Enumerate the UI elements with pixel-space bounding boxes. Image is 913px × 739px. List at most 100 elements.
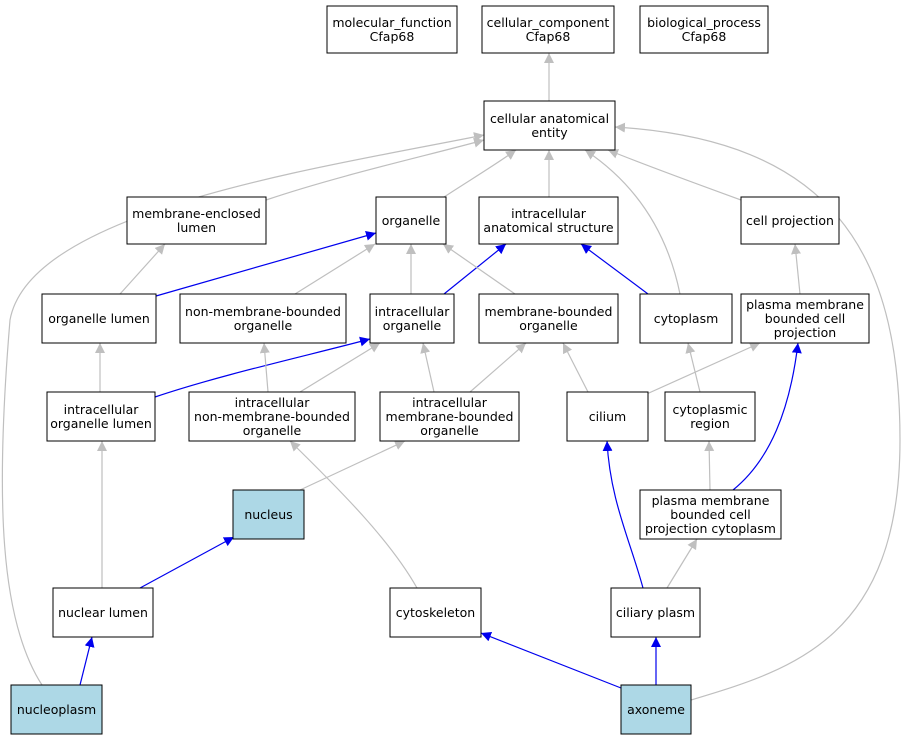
node-axo[interactable]: axoneme (620, 684, 692, 735)
edges-layer (1, 53, 901, 701)
node-box (639, 489, 782, 540)
edge-cyto-to-ias (580, 243, 649, 295)
node-label-line: organelle (383, 318, 442, 333)
edge-ol-to-org (155, 230, 377, 297)
edge-cyto-to-cae (584, 149, 681, 295)
edge-cr-to-cyto (685, 342, 701, 393)
node-box (620, 684, 692, 735)
node-label-line: anatomical structure (483, 220, 613, 235)
node-label-line: membrane-enclosed (132, 206, 261, 221)
node-np[interactable]: nucleoplasm (10, 684, 103, 735)
node-cil[interactable]: cilium (566, 391, 649, 442)
edge-mbo-to-org (442, 243, 516, 295)
node-nuc[interactable]: nucleus (232, 489, 305, 540)
edge-imbo-to-io (420, 342, 435, 393)
node-cyto[interactable]: cytoplasm (639, 293, 733, 344)
node-csk[interactable]: cytoskeleton (389, 587, 482, 638)
node-inmbo[interactable]: intracellularnon-membrane-boundedorganel… (188, 391, 356, 442)
node-label-line: intracellular (235, 395, 311, 410)
node-box (740, 293, 870, 344)
node-label-line: cytoplasm (654, 311, 719, 326)
node-cpl[interactable]: ciliary plasm (610, 587, 701, 638)
node-box (478, 196, 619, 245)
node-label-line: intracellular (511, 206, 587, 221)
node-box (46, 391, 156, 442)
edge-cp-to-cae (607, 149, 742, 201)
node-label-line: Cfap68 (526, 29, 571, 44)
edge-org-to-cae (443, 149, 517, 198)
node-label-line: molecular_function (332, 15, 451, 30)
edge-nuc-to-imbo (299, 440, 406, 491)
node-box (481, 5, 615, 54)
node-box (326, 5, 458, 54)
node-box (10, 684, 103, 735)
node-label-line: region (690, 416, 730, 431)
edge-mel-to-cae (265, 137, 485, 201)
edge-pmbcpc-to-pmbcp (732, 342, 802, 491)
node-box (52, 587, 154, 638)
node-label-line: bounded cell (670, 507, 750, 522)
node-label-line: organelle lumen (50, 416, 152, 431)
node-nl[interactable]: nuclear lumen (52, 587, 154, 638)
node-label-line: cilium (589, 409, 626, 424)
node-label-line: cell projection (746, 213, 834, 228)
node-box (566, 391, 649, 442)
node-box (610, 587, 701, 638)
node-box (126, 196, 267, 245)
node-label-line: lumen (177, 220, 216, 235)
node-label-line: Cfap68 (682, 29, 727, 44)
nodes-layer: molecular_functionCfap68cellular_compone… (10, 5, 870, 735)
node-label-line: cellular anatomical (490, 111, 609, 126)
edge-np-to-cae (1, 132, 485, 686)
edge-nl-to-nuc (139, 536, 235, 589)
node-label-line: nuclear lumen (58, 605, 148, 620)
node-label-line: intracellular (412, 395, 488, 410)
node-cp[interactable]: cell projection (740, 196, 840, 245)
node-box (478, 293, 619, 344)
edge-csk-to-inmbo (289, 440, 418, 589)
edge-axo-to-cae (614, 122, 901, 701)
node-label-line: projection cytoplasm (645, 521, 776, 536)
edge-inmbo-to-nmbo (259, 342, 270, 393)
node-label-line: non-membrane-bounded (194, 409, 350, 424)
node-box (740, 196, 840, 245)
edge-cil-to-pmbcp (639, 342, 761, 398)
node-label-line: membrane-bounded (485, 304, 613, 319)
node-label-line: organelle (234, 318, 293, 333)
node-ol[interactable]: organelle lumen (41, 293, 157, 344)
node-label-line: intracellular (64, 402, 140, 417)
node-label-line: entity (531, 125, 568, 140)
edge-cil-to-mbo (562, 342, 589, 393)
edge-nmbo-to-org (294, 243, 376, 295)
node-box (664, 391, 756, 442)
node-box (389, 587, 482, 638)
node-label-line: Cfap68 (370, 29, 415, 44)
node-label-line: non-membrane-bounded (185, 304, 341, 319)
node-label-line: organelle lumen (48, 311, 150, 326)
node-org[interactable]: organelle (375, 196, 447, 245)
edge-io-to-ias (443, 243, 507, 295)
node-label-line: organelle (519, 318, 578, 333)
node-label-line: projection (774, 325, 836, 340)
edge-np-to-nl (79, 636, 95, 686)
edge-pmbcpc-to-cr (704, 440, 715, 491)
edge-iol-to-io (154, 336, 371, 398)
node-label-line: cellular_component (487, 15, 610, 30)
node-box (639, 5, 769, 54)
node-label-line: ciliary plasm (616, 605, 695, 620)
